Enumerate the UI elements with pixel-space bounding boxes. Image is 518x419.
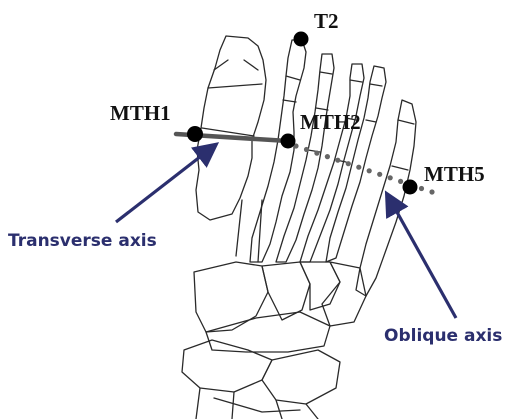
- cuneiform-medial: [194, 262, 268, 332]
- oblique-axis-dot: [377, 172, 382, 177]
- oblique-axis-dot: [367, 168, 372, 173]
- oblique-axis-dot: [314, 151, 319, 156]
- oblique-axis-dot: [304, 147, 309, 152]
- oblique-axis-arrow: [388, 196, 456, 318]
- transverse-axis-label: Transverse axis: [8, 233, 157, 250]
- mth1-marker: [187, 126, 203, 142]
- mth2-marker: [281, 134, 296, 149]
- t2-label: T2: [314, 11, 339, 32]
- t2-marker: [294, 32, 309, 47]
- oblique-axis-dot: [325, 154, 330, 159]
- navicular: [206, 312, 330, 352]
- mth5-label: MTH5: [424, 164, 485, 185]
- hallux-outline: [196, 36, 266, 220]
- oblique-axis-dot: [429, 189, 434, 194]
- fifth-toe-outline: [326, 66, 386, 262]
- cuneiform-middle: [262, 262, 310, 320]
- oblique-axis-dot: [398, 179, 403, 184]
- calcaneus: [262, 350, 340, 404]
- mth5-marker: [403, 180, 418, 195]
- mth1-label: MTH1: [110, 103, 171, 124]
- second-toe-outline: [250, 40, 306, 262]
- oblique-axis-label: Oblique axis: [384, 328, 502, 345]
- oblique-axis-dot: [388, 175, 393, 180]
- oblique-axis-dot: [335, 158, 340, 163]
- transverse-axis-arrow: [116, 146, 214, 222]
- small-toe-outline: [356, 100, 416, 296]
- oblique-axis-dot: [346, 161, 351, 166]
- talus: [182, 340, 272, 392]
- foot-bones: [182, 36, 416, 419]
- oblique-axis-dot: [356, 165, 361, 170]
- oblique-axis-dot: [419, 186, 424, 191]
- hallux-joint: [208, 84, 262, 88]
- mth2-label: MTH2: [300, 112, 361, 133]
